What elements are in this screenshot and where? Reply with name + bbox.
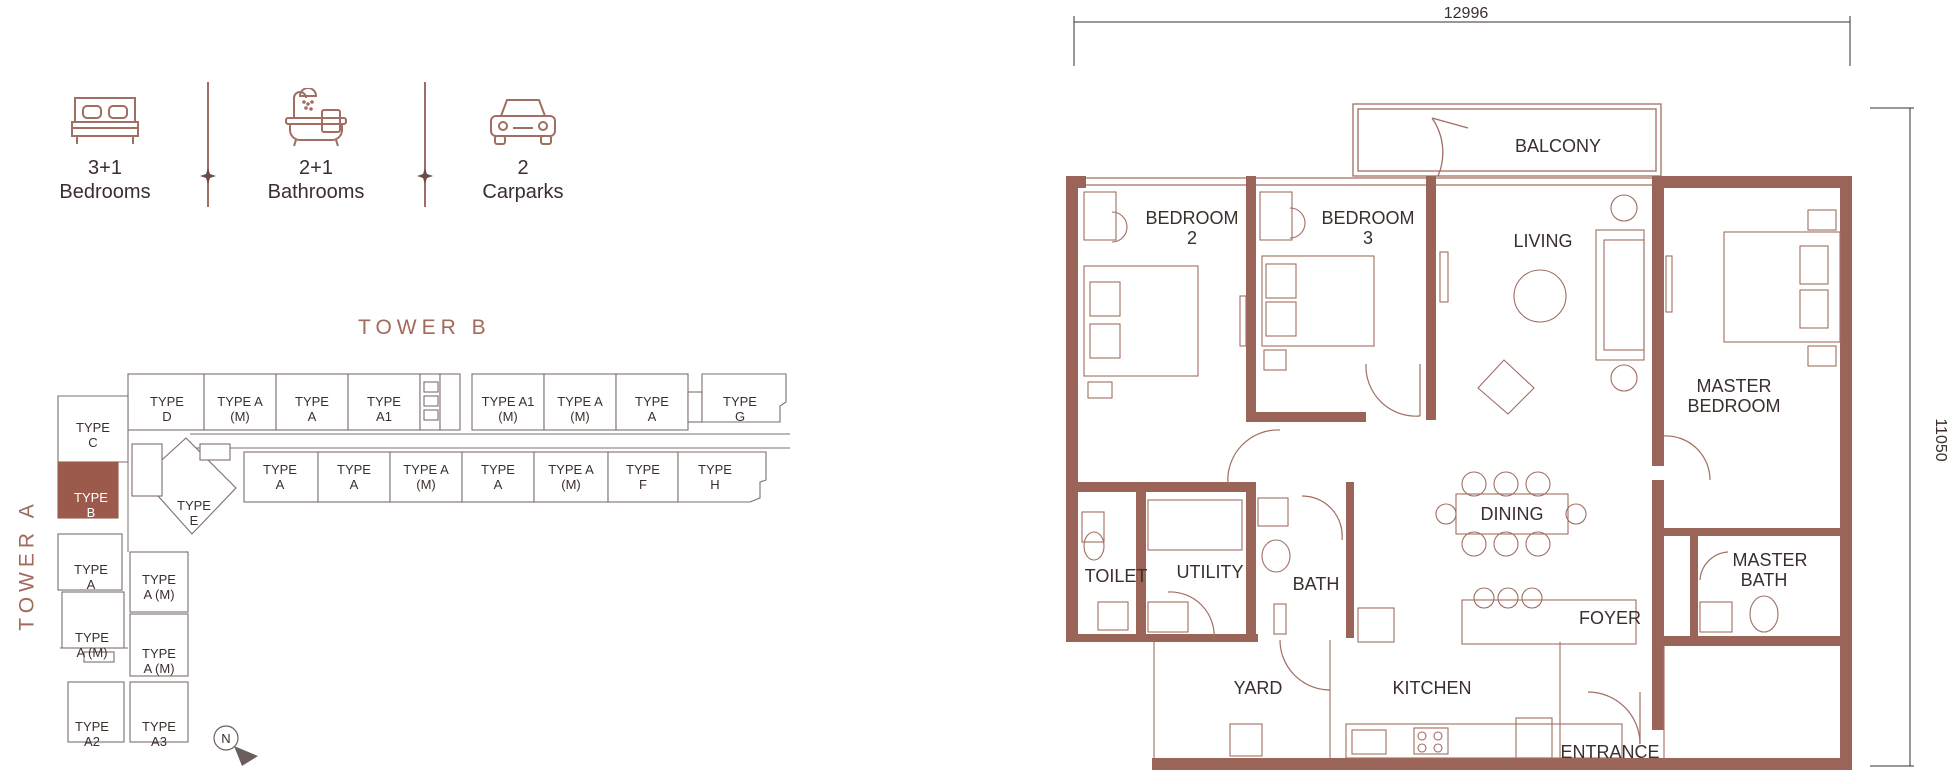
bed-icon: [71, 97, 139, 144]
divider: [417, 82, 433, 207]
site-plan: [57, 373, 790, 743]
bedrooms-value: 3+1: [88, 157, 122, 179]
width-dimension: [1073, 16, 1851, 66]
car-icon: [490, 99, 556, 145]
carparks-label: Carparks: [482, 181, 564, 203]
room-entrance: ENTRANCE: [1560, 742, 1659, 762]
floor-plan: 12996 11050: [1066, 5, 1949, 770]
height-dimension-label: 11050: [1932, 418, 1949, 461]
unit-type-a-m: TYPE A(M): [217, 394, 263, 424]
room-living: LIVING: [1513, 231, 1572, 251]
room-balcony: BALCONY: [1515, 136, 1601, 156]
room-foyer: FOYER: [1579, 608, 1641, 628]
bathrooms-label: Bathrooms: [267, 181, 365, 203]
stat-bedrooms: 3+1 Bedrooms: [30, 92, 180, 204]
room-dining: DINING: [1481, 504, 1544, 524]
room-kitchen: KITCHEN: [1392, 678, 1471, 698]
unit-type-a-m: TYPE A(M): [548, 462, 594, 492]
bathtub-icon: [285, 88, 347, 147]
bedrooms-label: Bedrooms: [59, 181, 151, 203]
unit-type-a1-m: TYPE A1(M): [482, 394, 535, 424]
height-dimension: [1870, 107, 1914, 767]
unit-type-a-m: TYPE A(M): [403, 462, 449, 492]
divider: [200, 82, 216, 207]
unit-type-a-m: TYPE A(M): [557, 394, 603, 424]
room-utility: UTILITY: [1176, 562, 1243, 582]
svg-text:N: N: [221, 731, 230, 746]
bathrooms-value: 2+1: [299, 157, 333, 179]
room-toilet: TOILET: [1085, 566, 1148, 586]
tower-b-label: TOWER B: [358, 316, 491, 339]
room-yard: YARD: [1234, 678, 1283, 698]
carparks-value: 2: [517, 157, 529, 179]
room-bath: BATH: [1293, 574, 1340, 594]
stat-bathrooms: 2+1 Bathrooms: [241, 88, 391, 204]
north-arrow-icon: N: [213, 725, 258, 766]
stat-carparks: 2 Carparks: [448, 94, 598, 204]
width-dimension-label: 12996: [1444, 5, 1489, 22]
